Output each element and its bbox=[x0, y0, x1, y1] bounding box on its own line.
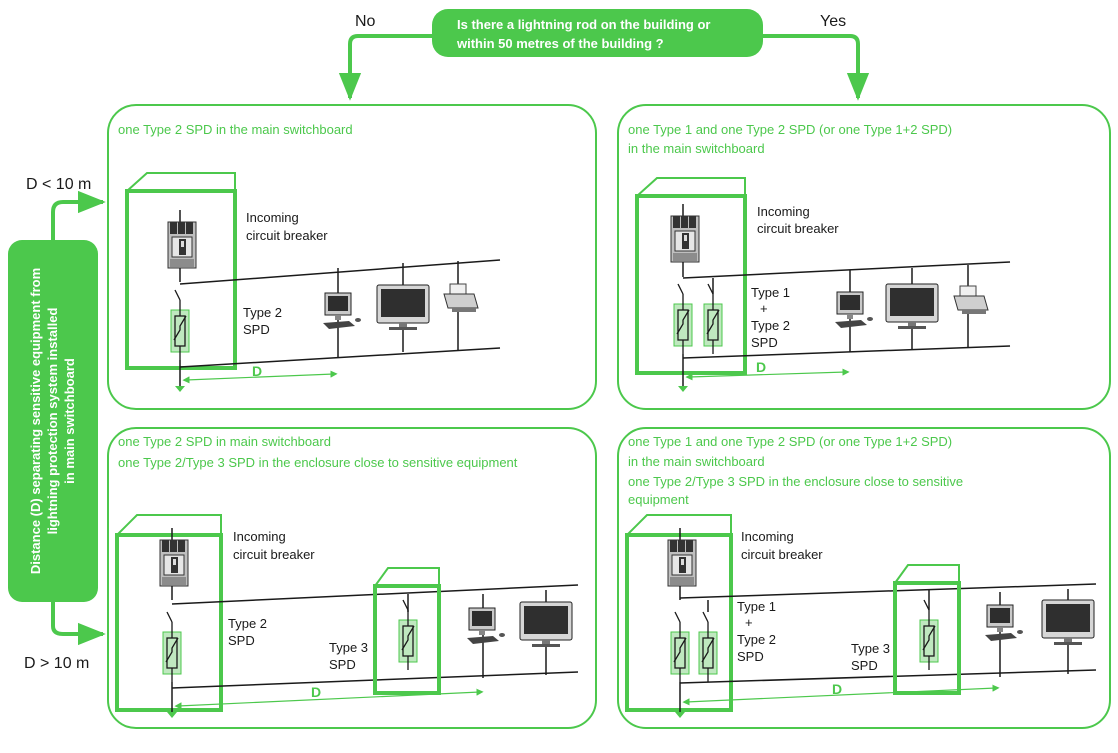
distance-lt-label: D < 10 m bbox=[26, 176, 91, 193]
panel-bottom-right: one Type 1 and one Type 2 SPD (or one Ty… bbox=[617, 427, 1111, 729]
tr-bus-top bbox=[682, 261, 1011, 279]
br-caption-3: one Type 2/Type 3 SPD in the enclosure c… bbox=[628, 474, 963, 489]
tl-tv-icon bbox=[376, 284, 430, 331]
br-distance-label: D bbox=[832, 681, 842, 697]
tr-caption-2: in the main switchboard bbox=[628, 141, 765, 156]
tl-distance-label: D bbox=[252, 363, 262, 379]
tl-caption-1: one Type 2 SPD in the main switchboard bbox=[118, 122, 353, 137]
bl-breaker-symbol bbox=[159, 539, 189, 587]
bl-caption-1: one Type 2 SPD in main switchboard bbox=[118, 434, 331, 449]
no-branch-arrow bbox=[338, 34, 432, 101]
question-line-2: within 50 metres of the building ? bbox=[456, 36, 664, 51]
tr-breaker-symbol bbox=[670, 215, 700, 263]
br-caption-4: equipment bbox=[628, 492, 689, 507]
br-breaker-symbol bbox=[667, 539, 697, 587]
bl-type3-spd-symbol bbox=[398, 599, 418, 671]
br-breaker-label-2: circuit breaker bbox=[741, 547, 823, 562]
panel-top-right: one Type 1 and one Type 2 SPD (or one Ty… bbox=[617, 104, 1111, 410]
tl-computer-icon bbox=[322, 292, 362, 330]
side-label-line-1: Distance (D) separating sensitive equipm… bbox=[28, 268, 43, 574]
br-type3-label-2: SPD bbox=[851, 658, 878, 673]
br-bus-top bbox=[679, 583, 1097, 599]
tl-bus-top bbox=[179, 259, 501, 285]
br-tv-icon bbox=[1041, 599, 1095, 646]
tr-computer-icon bbox=[834, 291, 874, 329]
side-distance-box bbox=[8, 240, 98, 602]
tl-distance-arrow bbox=[182, 370, 338, 384]
tr-spd-label-4: SPD bbox=[751, 335, 778, 350]
tl-spd-label-2: SPD bbox=[243, 322, 270, 337]
br-spd-label-3: Type 2 bbox=[737, 632, 776, 647]
bl-switchboard bbox=[115, 533, 223, 712]
tr-spd-label-3: Type 2 bbox=[751, 318, 790, 333]
tr-caption-1: one Type 1 and one Type 2 SPD (or one Ty… bbox=[628, 122, 952, 137]
tr-spd-label-2: + bbox=[760, 301, 768, 316]
tl-breaker-label-1: Incoming bbox=[246, 210, 299, 225]
br-distance-arrow bbox=[682, 684, 1000, 706]
tl-spd-symbol bbox=[170, 289, 190, 361]
tl-spd-label-1: Type 2 bbox=[243, 305, 282, 320]
tl-breaker-symbol bbox=[167, 221, 197, 269]
br-breaker-label-1: Incoming bbox=[741, 529, 794, 544]
tr-distance-label: D bbox=[756, 359, 766, 375]
tr-distance-arrow bbox=[685, 368, 850, 381]
bl-spd-label-2: SPD bbox=[228, 633, 255, 648]
side-label-line-2: lightning protection system installed bbox=[45, 308, 60, 535]
br-type3-spd-symbol bbox=[919, 599, 939, 671]
br-caption-2: in the main switchboard bbox=[628, 454, 765, 469]
bl-spd-symbol bbox=[162, 611, 182, 683]
bl-distance-label: D bbox=[311, 684, 321, 700]
br-spd-label-1: Type 1 bbox=[737, 599, 776, 614]
distance-lt-arrow bbox=[51, 190, 106, 240]
bl-spd-label-1: Type 2 bbox=[228, 616, 267, 631]
br-spd1-symbol bbox=[670, 611, 690, 683]
tr-spd2-symbol bbox=[703, 283, 723, 355]
bl-distance-arrow bbox=[174, 688, 484, 710]
panel-bottom-left: one Type 2 SPD in main switchboard one T… bbox=[107, 427, 597, 729]
bl-breaker-label-1: Incoming bbox=[233, 529, 286, 544]
tr-breaker-label-1: Incoming bbox=[757, 204, 810, 219]
br-caption-1: one Type 1 and one Type 2 SPD (or one Ty… bbox=[628, 434, 952, 449]
tr-bus-bottom bbox=[682, 345, 1011, 359]
tr-tv-icon bbox=[885, 283, 939, 330]
question-box bbox=[432, 9, 763, 57]
tr-spd-label-1: Type 1 bbox=[751, 285, 790, 300]
bl-type3-label-2: SPD bbox=[329, 657, 356, 672]
br-computer-icon bbox=[984, 604, 1024, 642]
br-spd-label-2: + bbox=[745, 615, 753, 630]
br-switchboard bbox=[625, 533, 733, 712]
bl-caption-2: one Type 2/Type 3 SPD in the enclosure c… bbox=[118, 455, 518, 470]
br-type3-label-1: Type 3 bbox=[851, 641, 890, 656]
tr-spd1-symbol bbox=[673, 283, 693, 355]
bl-type3-label-1: Type 3 bbox=[329, 640, 368, 655]
bl-tv-icon bbox=[519, 601, 573, 648]
yes-branch-arrow bbox=[763, 34, 870, 101]
distance-gt-arrow bbox=[51, 602, 106, 646]
side-label-line-3: in main switchboard bbox=[62, 358, 77, 484]
tl-breaker-label-2: circuit breaker bbox=[246, 228, 328, 243]
tl-printer-icon bbox=[443, 283, 479, 313]
question-line-1: Is there a lightning rod on the building… bbox=[457, 17, 711, 32]
bl-computer-icon bbox=[466, 607, 506, 645]
tr-printer-icon bbox=[953, 285, 989, 315]
branch-yes-label: Yes bbox=[820, 13, 846, 30]
br-bus-bottom bbox=[679, 669, 1097, 684]
br-spd-label-4: SPD bbox=[737, 649, 764, 664]
panel-top-left: one Type 2 SPD in the main switchboard I… bbox=[107, 104, 597, 410]
bl-breaker-label-2: circuit breaker bbox=[233, 547, 315, 562]
br-spd2-symbol bbox=[698, 611, 718, 683]
distance-gt-label: D > 10 m bbox=[24, 655, 89, 672]
tl-bus-bottom bbox=[179, 347, 501, 368]
branch-no-label: No bbox=[355, 13, 376, 30]
tr-breaker-label-2: circuit breaker bbox=[757, 221, 839, 236]
